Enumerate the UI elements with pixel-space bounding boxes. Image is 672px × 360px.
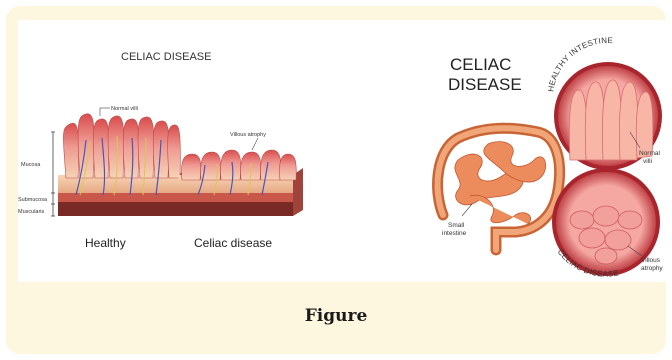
- normal-villi-line2: villi: [643, 158, 652, 165]
- healthy-tissue-block: [58, 114, 188, 216]
- muscularis-label: Muscularis: [18, 209, 45, 215]
- right-title-line2: DISEASE: [448, 75, 522, 94]
- figure-image: CELIAC DISEASE: [18, 20, 668, 282]
- healthy-label: Healthy: [85, 236, 126, 250]
- right-title-line1: CELIAC: [450, 55, 511, 74]
- normal-villi-line1: Normal: [639, 150, 661, 157]
- normal-villi-annotation: Normal villi: [111, 106, 138, 112]
- small-intestine-label-line2: intestine: [442, 230, 467, 237]
- mucosa-label: Mucosa: [21, 162, 41, 168]
- left-panel-title: CELIAC DISEASE: [121, 51, 211, 63]
- atrophied-villi: [181, 150, 296, 180]
- healthy-villi: [63, 114, 180, 178]
- figure-frame: CELIAC DISEASE: [6, 6, 666, 354]
- celiac-tissue-block: [178, 150, 303, 216]
- villous-atrophy-line2: atrophy: [641, 265, 663, 272]
- tissue-layer-scale: Mucosa Submucosa Muscularis: [18, 132, 55, 216]
- healthy-intestine-circle: HEALTHY INTESTINE: [546, 36, 660, 168]
- celiac-illustration: CELIAC DISEASE: [18, 20, 668, 282]
- submucosa-label: Submucosa: [18, 197, 48, 203]
- celiac-label: Celiac disease: [194, 236, 272, 250]
- small-intestine-label-line1: Small: [448, 222, 465, 229]
- villous-atrophy-line1: Villous: [641, 257, 661, 264]
- figure-caption: Figure: [0, 306, 672, 326]
- villous-atrophy-annotation: Villous atrophy: [230, 132, 266, 138]
